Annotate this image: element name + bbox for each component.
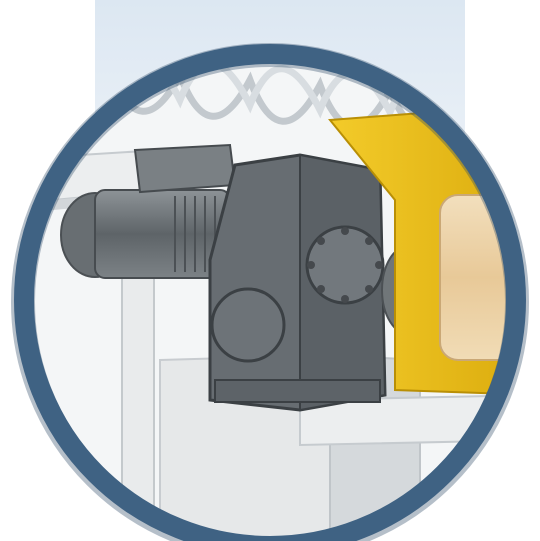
cover-bolts <box>307 227 383 303</box>
gearbox-lower-cover <box>210 287 286 363</box>
circle-frame <box>14 44 526 541</box>
green-accent <box>495 105 516 200</box>
motor-terminal-box <box>133 143 237 194</box>
